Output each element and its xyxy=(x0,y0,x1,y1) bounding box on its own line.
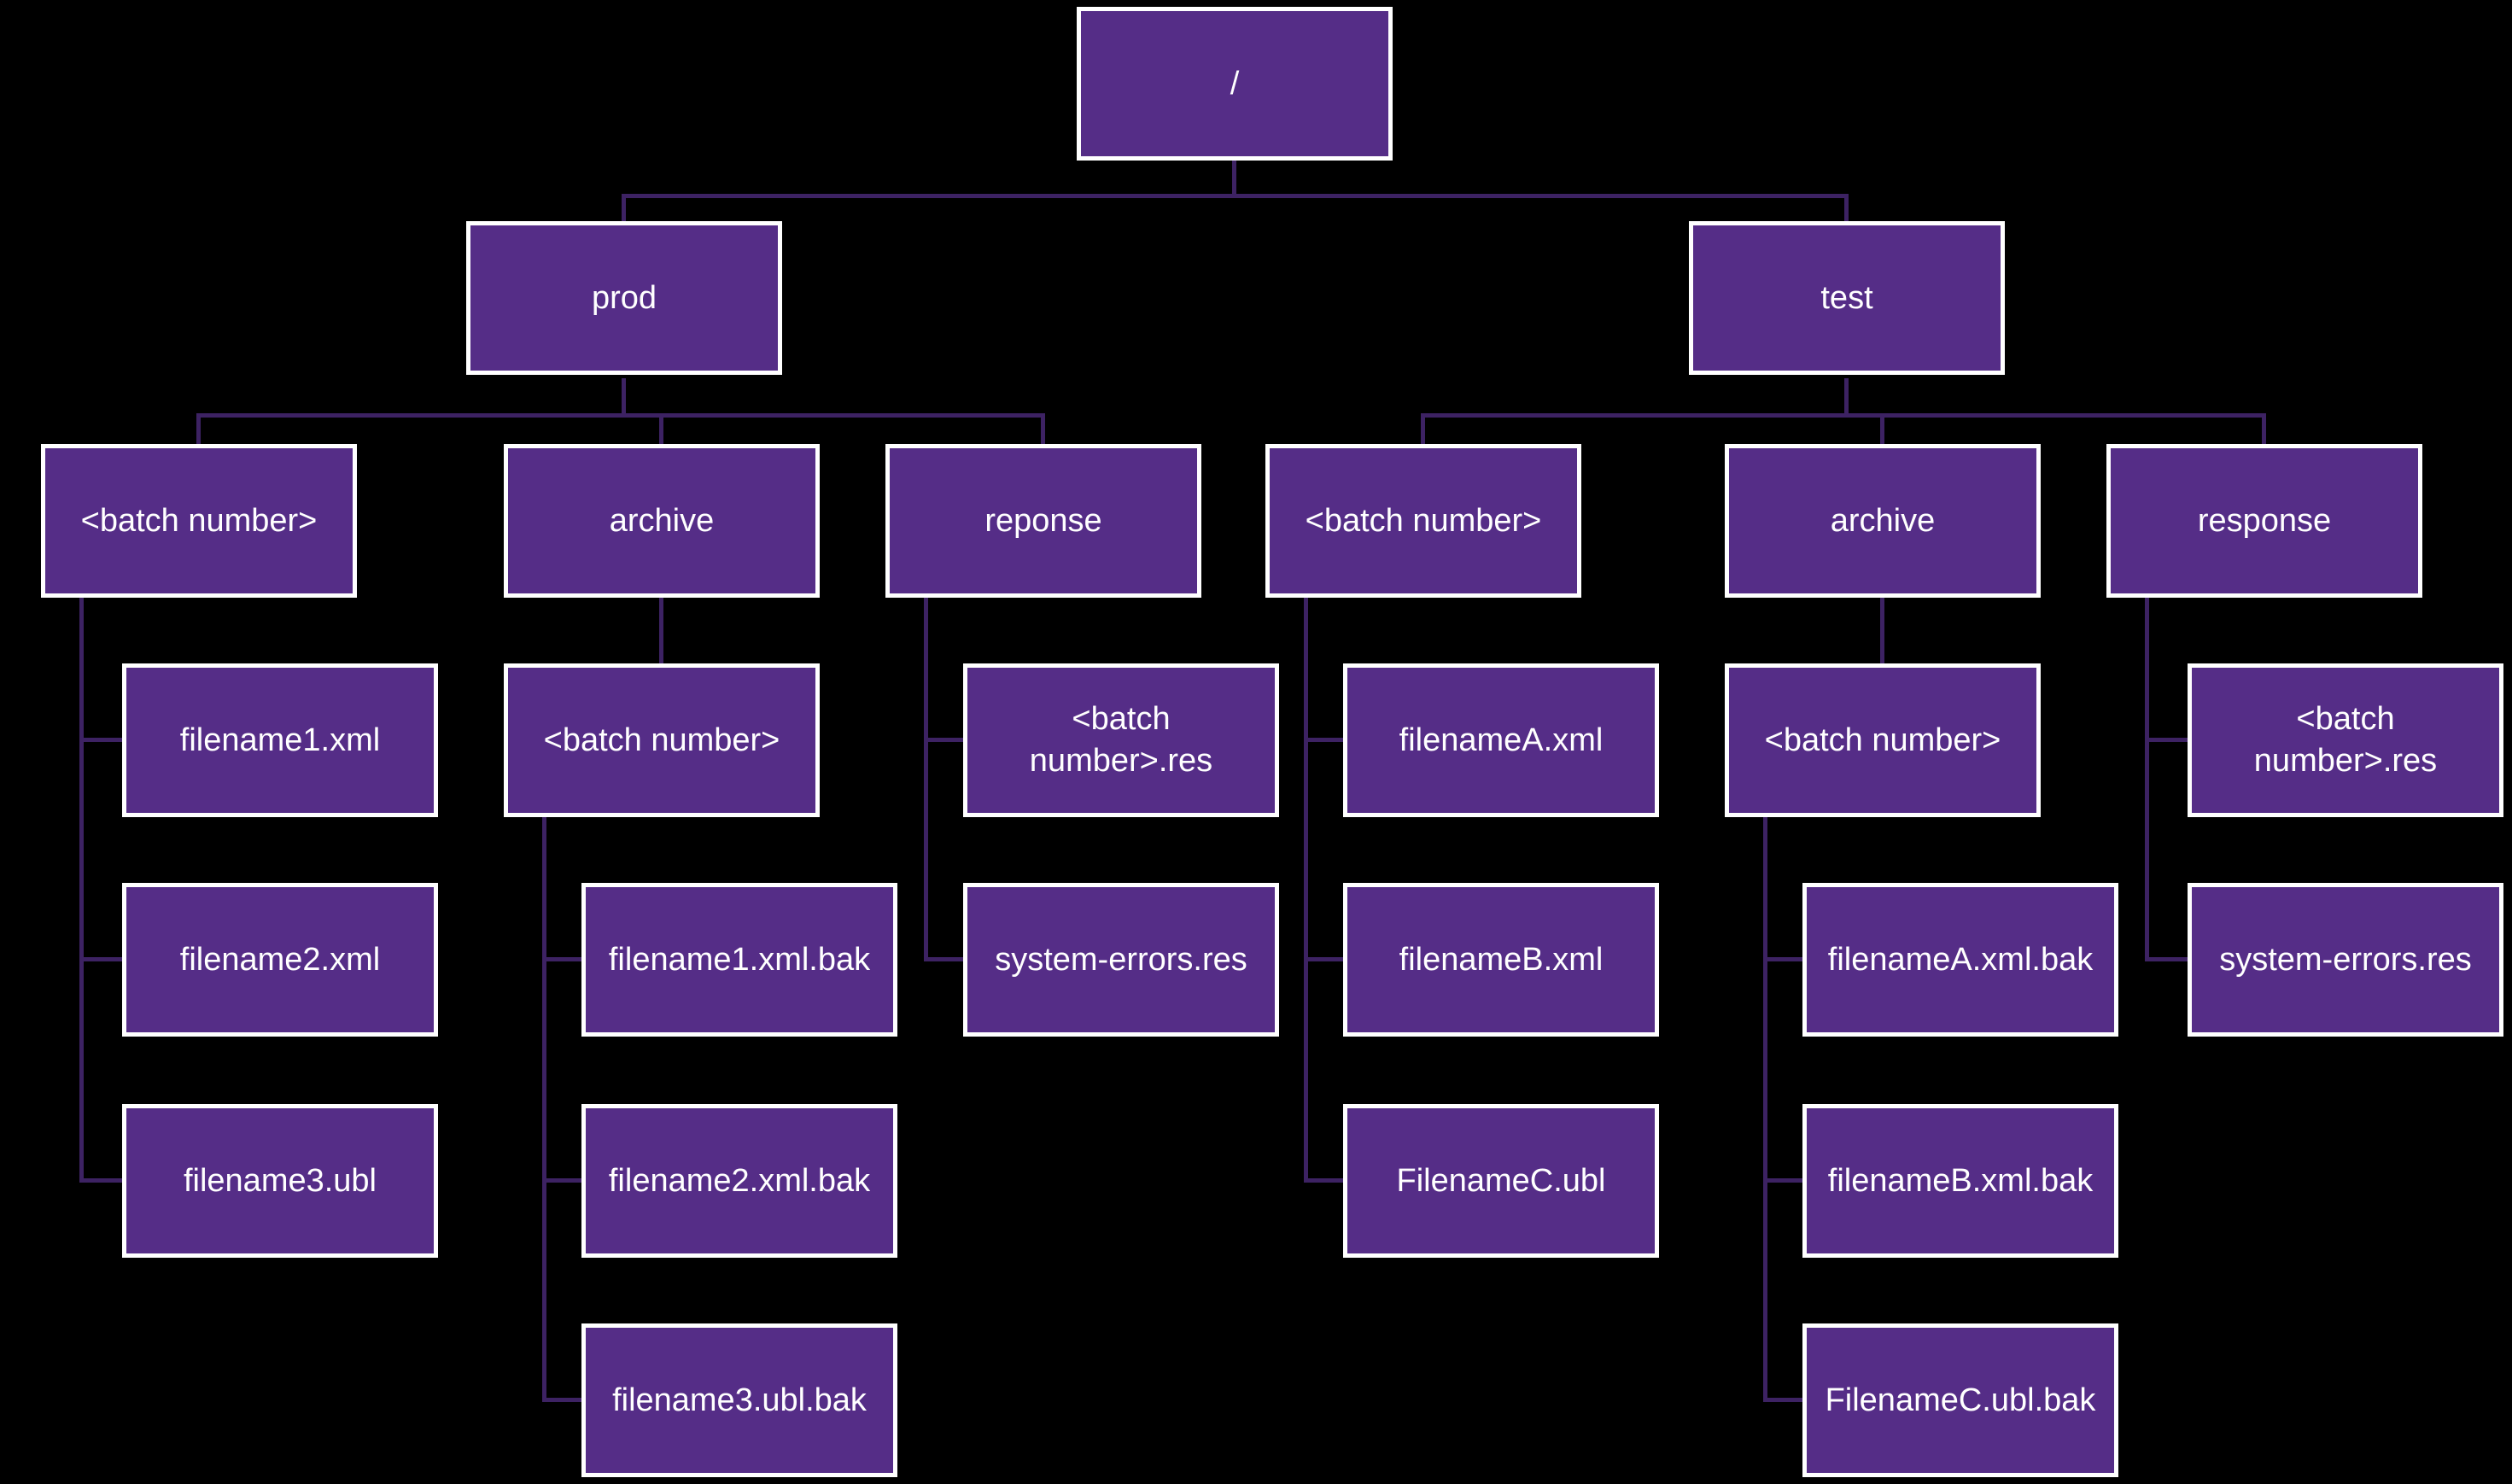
connector-stub-filename2-xml xyxy=(79,957,122,961)
connector-stub-filenameC-ubl xyxy=(1304,1178,1343,1183)
connector-stub-filename3-ubl-bak xyxy=(542,1398,581,1402)
node-filename1-xml-bak: filename1.xml.bak xyxy=(581,883,897,1037)
node-filenameA-xml: filenameA.xml xyxy=(1343,663,1659,817)
connector-root-to-prod xyxy=(622,194,626,221)
node-test-batch-dir: <batch number> xyxy=(1265,444,1581,598)
connector-prod-batch-drop xyxy=(79,598,84,1183)
connector-test-response-drop xyxy=(2145,598,2149,961)
connector-stub-filename1-xml xyxy=(79,738,122,742)
node-filename2-xml: filename2.xml xyxy=(122,883,438,1037)
connector-test-to-archive xyxy=(1880,413,1884,444)
connector-test-to-batch xyxy=(1421,413,1425,444)
connector-root-to-test xyxy=(1844,194,1849,221)
node-prod-reponse-dir: reponse xyxy=(885,444,1201,598)
node-prod-dir: prod xyxy=(466,221,782,375)
connector-prod-archive-batch-drop xyxy=(542,817,546,1402)
node-prod-system-errors-file: system-errors.res xyxy=(963,883,1279,1037)
connector-stub-test-system-errors xyxy=(2145,957,2188,961)
node-filename3-ubl: filename3.ubl xyxy=(122,1104,438,1258)
connector-stub-filenameB-xml xyxy=(1304,957,1343,961)
connector-test-batch-drop xyxy=(1304,598,1308,1183)
node-filenameC-ubl: FilenameC.ubl xyxy=(1343,1104,1659,1258)
connector-stub-filename3-ubl xyxy=(79,1178,122,1183)
node-filename3-ubl-bak: filename3.ubl.bak xyxy=(581,1323,897,1477)
node-root-dir: / xyxy=(1077,7,1393,161)
connector-prod-stem xyxy=(622,378,626,413)
connector-test-rail xyxy=(1421,413,2266,418)
connector-prod-archive-to-batch xyxy=(659,598,663,663)
node-filenameC-ubl-bak: FilenameC.ubl.bak xyxy=(1802,1323,2118,1477)
node-test-dir: test xyxy=(1689,221,2005,375)
connector-stub-filenameA-xml xyxy=(1304,738,1343,742)
node-prod-batch-dir: <batch number> xyxy=(41,444,357,598)
node-prod-batch-res-file: <batch number>.res xyxy=(963,663,1279,817)
connector-stub-filenameB-xml-bak xyxy=(1763,1178,1802,1183)
connector-root-stem xyxy=(1232,161,1236,194)
node-test-system-errors-file: system-errors.res xyxy=(2188,883,2503,1037)
node-filename2-xml-bak: filename2.xml.bak xyxy=(581,1104,897,1258)
node-filename1-xml: filename1.xml xyxy=(122,663,438,817)
connector-stub-test-batch-res xyxy=(2145,738,2188,742)
node-test-archive-dir: archive xyxy=(1725,444,2041,598)
connector-stub-prod-batch-res xyxy=(924,738,963,742)
connector-stub-filename1-xml-bak xyxy=(542,957,581,961)
connector-prod-rail xyxy=(196,413,1045,418)
node-prod-archive-batch-dir: <batch number> xyxy=(504,663,820,817)
connector-test-to-response xyxy=(2262,413,2266,444)
connector-test-archive-batch-drop xyxy=(1763,817,1767,1402)
node-filenameB-xml-bak: filenameB.xml.bak xyxy=(1802,1104,2118,1258)
connector-test-archive-to-batch xyxy=(1880,598,1884,663)
connector-prod-reponse-drop xyxy=(924,598,928,961)
node-filenameB-xml: filenameB.xml xyxy=(1343,883,1659,1037)
connector-prod-to-reponse xyxy=(1041,413,1045,444)
node-test-archive-batch-dir: <batch number> xyxy=(1725,663,2041,817)
node-prod-archive-dir: archive xyxy=(504,444,820,598)
connector-stub-prod-system-errors xyxy=(924,957,963,961)
connector-prod-to-archive xyxy=(659,413,663,444)
connector-stub-filename2-xml-bak xyxy=(542,1178,581,1183)
connector-stub-filenameA-xml-bak xyxy=(1763,957,1802,961)
connector-test-stem xyxy=(1844,378,1849,413)
connector-prod-to-batch xyxy=(196,413,201,444)
connector-root-rail xyxy=(622,194,1849,198)
node-test-response-dir: response xyxy=(2106,444,2422,598)
connector-stub-filenameC-ubl-bak xyxy=(1763,1398,1802,1402)
node-test-batch-res-file: <batch number>.res xyxy=(2188,663,2503,817)
node-filenameA-xml-bak: filenameA.xml.bak xyxy=(1802,883,2118,1037)
